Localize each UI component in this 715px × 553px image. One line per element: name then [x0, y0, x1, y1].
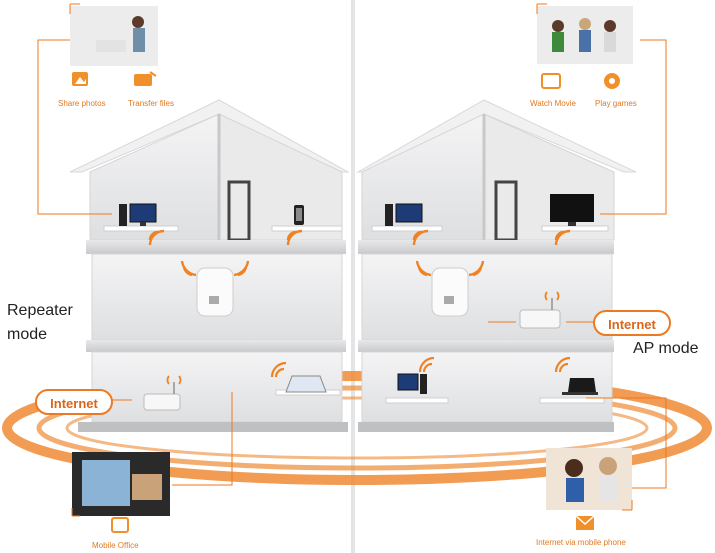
desktop-computer-icon: [119, 203, 157, 226]
router-icon: [143, 375, 182, 411]
signal-rings: [2, 371, 712, 485]
caption-transfer-files: Transfer files: [128, 99, 174, 108]
repeater-device: [180, 260, 250, 317]
mail-icon: [575, 515, 595, 530]
caption-play-games: Play games: [595, 99, 637, 108]
caption-watch-movie: Watch Movie: [530, 99, 576, 108]
house-repeater-mode: [37, 3, 350, 533]
internet-badge-right: Internet: [593, 310, 671, 336]
photo-card-mobile-office: [71, 452, 170, 517]
wifi-waves: [148, 229, 303, 246]
watch-movie-icon: [541, 73, 561, 89]
connector-lines: [37, 39, 233, 486]
photo-card-phone-users: [546, 448, 633, 511]
desktop-computer-icon: [385, 203, 423, 226]
caption-mobile-office: Mobile Office: [92, 541, 139, 550]
house-ap-mode: [356, 3, 667, 530]
desktop-computer-icon: [397, 373, 427, 394]
phone-icon: [294, 205, 304, 225]
transfer-files-icon: [134, 71, 157, 86]
repeater-mode-label: Repeater mode: [7, 299, 73, 347]
mobile-office-icon: [111, 517, 129, 533]
tablet-icon: [285, 375, 327, 393]
tv-icon: [550, 194, 594, 226]
connector-lines: [488, 39, 667, 489]
mode-label-line2: mode: [7, 326, 48, 343]
router-icon: [519, 291, 561, 329]
caption-share-photos: Share photos: [58, 99, 106, 108]
repeater-device: [415, 260, 485, 317]
caption-internet-via-phone: Internet via mobile phone: [536, 538, 626, 547]
internet-badge-left: Internet: [35, 389, 113, 415]
ap-mode-label: AP mode: [633, 340, 699, 357]
photo-card-friends: [536, 3, 633, 64]
share-photos-icon: [72, 72, 88, 86]
photo-card-couple: [69, 3, 158, 66]
laptop-icon: [562, 378, 598, 395]
mode-label-line1: Repeater: [7, 302, 73, 319]
play-games-icon: [604, 73, 620, 89]
